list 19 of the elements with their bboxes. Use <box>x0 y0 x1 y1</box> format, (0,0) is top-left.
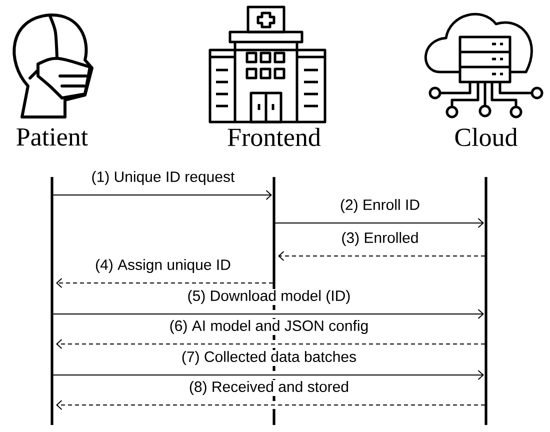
edge-label: (1) Unique ID request <box>90 170 236 186</box>
arrow <box>56 339 486 349</box>
arrow <box>52 309 484 319</box>
participant-name: Cloud <box>455 128 518 146</box>
edge-label: (8) Received and stored <box>188 380 350 396</box>
arrow <box>278 251 486 261</box>
edge-label: (5) Download model (ID) <box>186 289 352 305</box>
participant-name: Patient <box>16 128 88 146</box>
arrow <box>56 278 274 288</box>
edge-label: (6) AI model and JSON config <box>168 319 370 335</box>
edge-label: (3) Enrolled <box>340 231 420 247</box>
edge-label: (4) Assign unique ID <box>94 258 232 274</box>
edge-label: (7) Collected data batches <box>180 350 358 366</box>
arrow <box>274 218 484 228</box>
participant-name: Frontend <box>228 128 321 146</box>
arrow <box>52 370 484 380</box>
arrow <box>52 190 272 200</box>
edge-label: (2) Enroll ID <box>339 198 421 214</box>
arrow <box>56 400 486 410</box>
